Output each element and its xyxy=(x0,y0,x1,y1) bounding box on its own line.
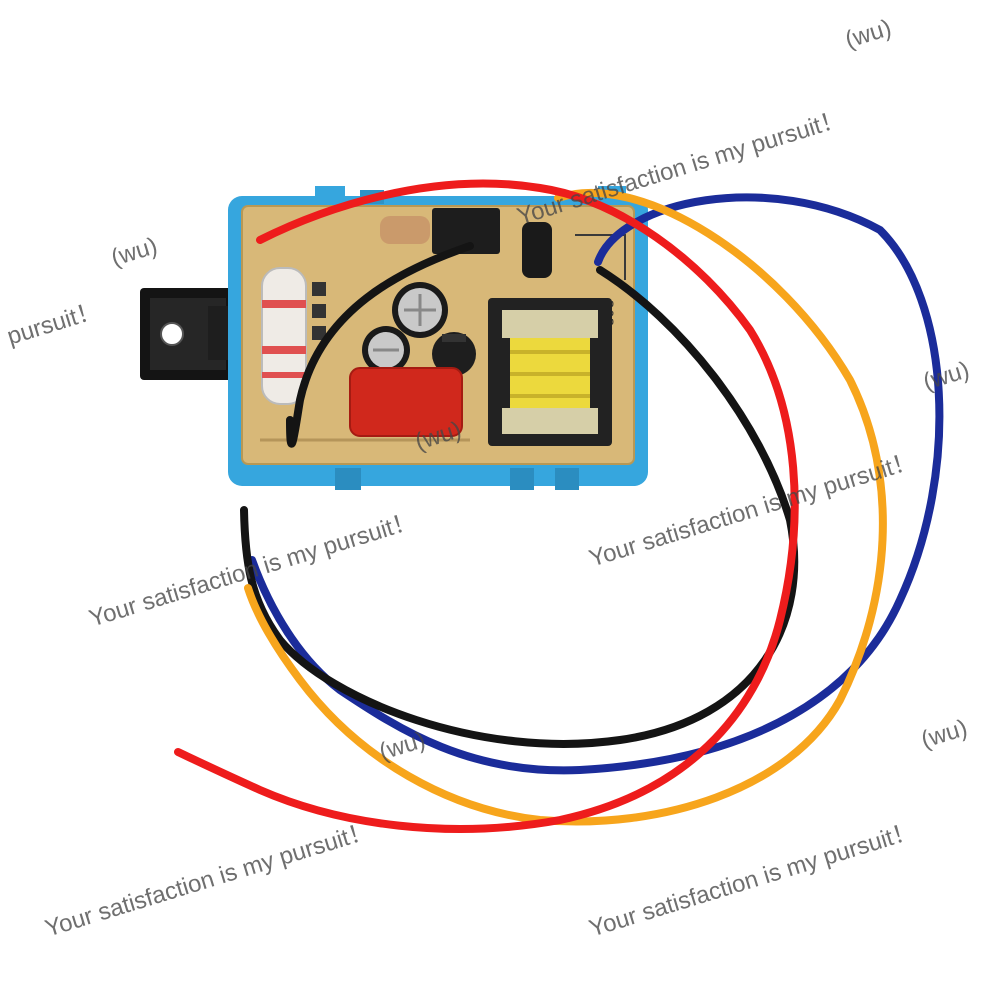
film-capacitor xyxy=(349,367,463,437)
black-wire xyxy=(240,242,799,748)
orange-wire xyxy=(244,189,887,826)
fuse-glass xyxy=(380,216,430,244)
red-wire xyxy=(174,179,799,833)
heatsink-tab xyxy=(140,288,236,380)
output-diode xyxy=(522,222,552,278)
terminal-pins xyxy=(312,282,326,340)
capacitor-small xyxy=(362,326,410,374)
wire-bundle xyxy=(174,179,944,833)
capacitor-large xyxy=(392,282,448,338)
transformer xyxy=(488,298,612,446)
regulator-chip xyxy=(432,208,500,254)
transistor xyxy=(432,332,476,376)
power-resistor xyxy=(261,267,307,405)
